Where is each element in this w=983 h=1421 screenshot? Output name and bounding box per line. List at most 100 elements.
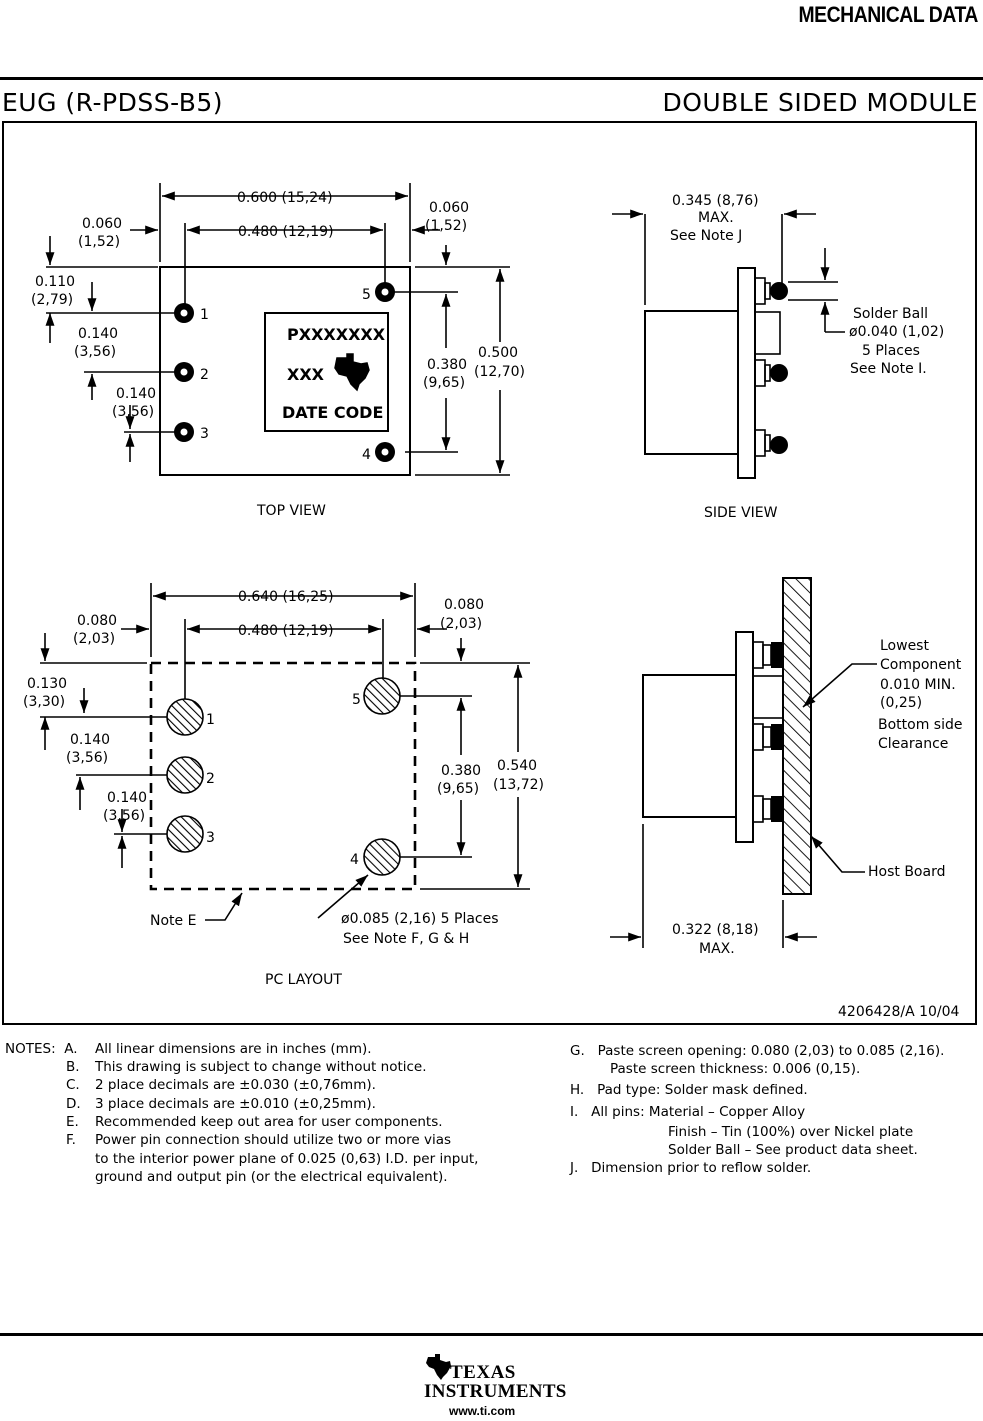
pc-pin-1: 1 — [206, 712, 215, 728]
marking-box — [264, 312, 389, 432]
tv-dim-pitch-a-2: (3,56) — [74, 344, 116, 360]
pc-dim-pin-span: 0.480 (12,19) — [238, 623, 334, 639]
notes-left: NOTES: A. All linear dimensions are in i… — [5, 1040, 478, 1313]
sv-dim-1: 0.345 (8,76) — [672, 193, 759, 209]
mv-lowest-6: Clearance — [878, 736, 948, 752]
note-e-label: E. — [66, 1114, 79, 1130]
pc-pad-2: See Note F, G & H — [343, 931, 469, 947]
pc-pin-4: 4 — [350, 852, 359, 868]
note-f-cont-2: ground and output pin (or the electrical… — [95, 1169, 448, 1185]
pc-layout-caption: PC LAYOUT — [265, 972, 342, 988]
pc-dim-pitch-b-1: 0.140 — [107, 790, 147, 806]
pc-dim-top-2: (3,30) — [23, 694, 65, 710]
pc-dim-height-2: (13,72) — [493, 777, 544, 793]
note-i-cont-1: Finish – Tin (100%) over Nickel plate — [668, 1124, 914, 1140]
mv-lowest-2: Component — [880, 657, 962, 673]
marking-line3: DATE CODE — [282, 403, 383, 422]
mv-host-board: Host Board — [868, 864, 945, 880]
tv-dim-inner-1: 0.380 — [427, 357, 467, 373]
sv-ball-4: See Note I. — [850, 361, 927, 377]
pc-dim-top-1: 0.130 — [27, 676, 67, 692]
keep-out-area — [149, 661, 417, 891]
mounted-view — [610, 577, 877, 948]
pc-dim-pitch-b-2: (3,56) — [103, 808, 145, 824]
ti-logo-text-1: TEXAS — [450, 1362, 516, 1383]
sv-ball-2: ø0.040 (1,02) — [849, 324, 944, 340]
mv-lowest-3: 0.010 MIN. — [880, 677, 956, 693]
pc-dim-inner-2: (9,65) — [437, 781, 479, 797]
tv-dim-inner-2: (9,65) — [423, 375, 465, 391]
note-h: H. Pad type: Solder mask defined. — [570, 1082, 808, 1098]
tv-pin-4: 4 — [362, 447, 371, 463]
note-g-cont: Paste screen thickness: 0.006 (0,15). — [610, 1061, 861, 1077]
bottom-rule — [0, 1333, 983, 1336]
note-f-label: F. — [66, 1132, 76, 1148]
pc-dim-right-1: 0.080 — [444, 597, 484, 613]
tv-dim-pitch-b-2: (3,56) — [112, 404, 154, 420]
note-b-label: B. — [66, 1059, 80, 1075]
tv-dim-pin-span: 0.480 (12,19) — [238, 224, 334, 240]
top-view-caption: TOP VIEW — [256, 503, 326, 519]
note-i: I. All pins: Material – Copper Alloy — [570, 1104, 806, 1120]
note-f: Power pin connection should utilize two … — [95, 1132, 452, 1148]
marking-line2: XXX — [287, 365, 325, 384]
note-c: 2 place decimals are ±0.030 (±0,76mm). — [95, 1077, 376, 1093]
note-b: This drawing is subject to change withou… — [95, 1059, 427, 1075]
ti-url[interactable]: www.ti.com — [449, 1404, 516, 1418]
module-outline — [159, 266, 411, 476]
side-view — [612, 209, 845, 479]
ti-logo-text-2: INSTRUMENTS — [424, 1381, 567, 1402]
sv-ball-1: Solder Ball — [853, 306, 928, 322]
marking-line1: PXXXXXXX — [287, 325, 386, 344]
page-header-title: MECHANICAL DATA — [798, 2, 979, 27]
notes-right: G. Paste screen opening: 0.080 (2,03) to… — [570, 1042, 944, 1188]
top-rule — [0, 77, 983, 80]
drawing-number: 4206428/A 10/04 — [838, 1004, 960, 1020]
mv-lowest-1: Lowest — [880, 638, 929, 654]
tv-pin-2: 2 — [200, 367, 209, 383]
pc-dim-width: 0.640 (16,25) — [238, 589, 334, 605]
pc-note-e: Note E — [150, 913, 196, 929]
package-type: DOUBLE SIDED MODULE — [662, 88, 978, 117]
sv-dim-3: See Note J — [670, 228, 742, 244]
note-a: All linear dimensions are in inches (mm)… — [95, 1041, 372, 1057]
pc-dim-inner-1: 0.380 — [441, 763, 481, 779]
tv-dim-right-2: (1,52) — [425, 218, 467, 234]
drawing-frame — [2, 121, 977, 1025]
pc-layout — [40, 583, 530, 921]
ti-logo: TEXAS INSTRUMENTS www.ti.com — [420, 1352, 570, 1418]
tv-dim-left-1: 0.060 — [82, 216, 122, 232]
pc-dim-left-1: 0.080 — [77, 613, 117, 629]
mounted-view-balls — [771, 642, 783, 822]
pc-pin-3: 3 — [206, 830, 215, 846]
note-i-cont-2: Solder Ball – See product data sheet. — [668, 1142, 918, 1158]
top-view-pins — [174, 282, 395, 462]
tv-dim-top-1: 0.110 — [35, 274, 75, 290]
pc-dim-pitch-a-2: (3,56) — [66, 750, 108, 766]
host-board — [782, 577, 812, 895]
tv-dim-right-1: 0.060 — [429, 200, 469, 216]
pc-dim-left-2: (2,03) — [73, 631, 115, 647]
side-view-balls — [770, 282, 788, 454]
tv-dim-left-2: (1,52) — [78, 234, 120, 250]
note-j: J. Dimension prior to reflow solder. — [570, 1160, 812, 1176]
package-code: EUG (R-PDSS-B5) — [2, 88, 224, 117]
note-g: G. Paste screen opening: 0.080 (2,03) to… — [570, 1043, 945, 1059]
tv-dim-pitch-a-1: 0.140 — [78, 326, 118, 342]
tv-pin-5: 5 — [362, 287, 371, 303]
tv-dim-width: 0.600 (15,24) — [237, 190, 333, 206]
pc-dim-right-2: (2,03) — [440, 616, 482, 632]
note-a-label: NOTES: A. — [5, 1041, 78, 1057]
note-f-cont-1: to the interior power plane of 0.025 (0,… — [95, 1151, 479, 1167]
tv-pin-3: 3 — [200, 426, 209, 442]
pc-pin-5: 5 — [352, 692, 361, 708]
note-d: 3 place decimals are ±0.010 (±0,25mm). — [95, 1096, 376, 1112]
pc-pin-2: 2 — [206, 771, 215, 787]
tv-pin-1: 1 — [200, 307, 209, 323]
pc-layout-pads — [166, 677, 401, 876]
tv-dim-height-2: (12,70) — [474, 364, 525, 380]
note-d-label: D. — [66, 1096, 81, 1112]
pc-pad-1: ø0.085 (2,16) 5 Places — [341, 911, 499, 927]
mv-lowest-4: (0,25) — [880, 695, 922, 711]
